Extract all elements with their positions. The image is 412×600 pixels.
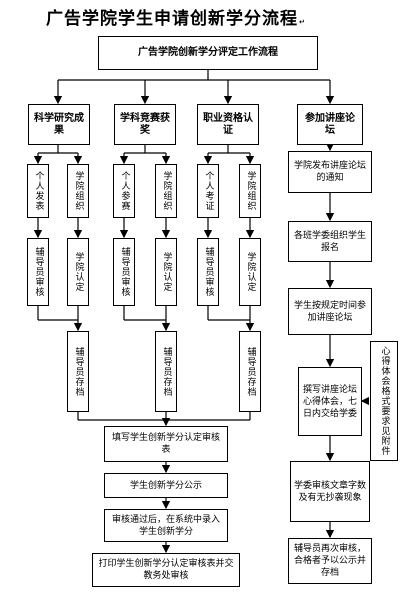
lecture-format-note-box: 心得体会格式要求见附件 [370,341,398,461]
category-cert-box: 职业资格认证 [197,104,259,145]
category-contest-box: 学科竞赛获奖 [114,104,176,145]
cert-archive-box: 辅导员存档 [239,331,261,412]
lecture-attend-box: 学生按规定时间参加讲座论坛 [288,288,372,335]
cert-counselor-review-box: 辅导员审核 [197,238,219,306]
cert-college-confirm-box: 学院认定 [239,238,261,306]
contest-personal-box: 个人参赛 [113,164,135,218]
research-counselor-review-box: 辅导员审核 [27,238,49,306]
publicity-box: 学生创新学分公示 [104,473,228,498]
lecture-check-box: 学委审核文章字数及有无抄袭现象 [290,461,370,522]
contest-school-box: 学院组织 [155,164,177,218]
research-college-confirm-box: 学院认定 [67,238,89,306]
fill-form-box: 填写学生创新学分认定审核表 [104,426,228,462]
lecture-final-review-box: 辅导员再次审核，合格者予以公示并存档 [288,538,372,584]
category-lecture-box: 参加讲座论坛 [297,104,363,145]
contest-counselor-review-box: 辅导员审核 [113,238,135,306]
lecture-report-box: 撰写讲座论坛心得体会，七日内交给学委 [298,367,362,436]
print-form-box: 打印学生创新学分认定审核表并交教务处审核 [92,553,240,587]
research-school-box: 学院组织 [67,164,89,218]
research-personal-box: 个人发表 [27,164,49,218]
lecture-notice-box: 学院发布讲座论坛的通知 [288,151,372,193]
page-title: 广告学院学生申请创新学分流程↵ [46,9,306,29]
cert-personal-box: 个人考证 [197,164,219,218]
contest-college-confirm-box: 学院认定 [155,238,177,306]
process-title-box: 广告学院创新学分评定工作流程 [98,36,318,70]
enter-system-box: 审核通过后，在系统中录入学生创新学分 [104,509,228,542]
lecture-register-box: 各班学委组织学生报名 [288,221,372,262]
research-archive-box: 辅导员存档 [67,331,89,412]
category-research-box: 科学研究成果 [28,104,90,145]
cert-school-box: 学院组织 [239,164,261,218]
contest-archive-box: 辅导员存档 [155,331,177,412]
